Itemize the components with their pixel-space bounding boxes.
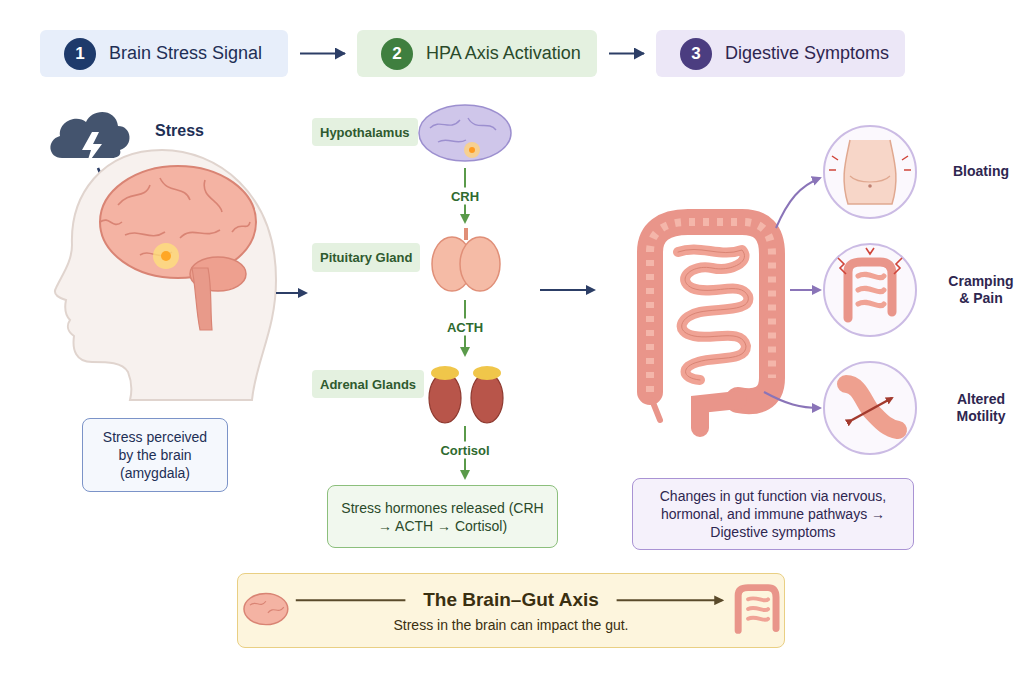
flow-arrow bbox=[276, 292, 306, 294]
intestine-icon bbox=[650, 222, 772, 392]
stress-label: Stress bbox=[155, 122, 204, 140]
hypothalamus-icon bbox=[419, 105, 511, 161]
motility-icon bbox=[824, 362, 916, 454]
gut-icon bbox=[738, 588, 776, 631]
brain-icon bbox=[244, 593, 288, 624]
organ-label: Adrenal Glands bbox=[320, 377, 416, 392]
head-profile bbox=[192, 268, 212, 330]
band-subtitle: Stress in the brain can impact the gut. bbox=[393, 616, 628, 634]
cramping-icon bbox=[824, 244, 916, 336]
step-arrow bbox=[609, 53, 644, 55]
symptom-arrow bbox=[776, 178, 820, 228]
intestine-icon bbox=[678, 249, 748, 380]
bloating-icon bbox=[829, 156, 911, 170]
intestine-icon bbox=[700, 400, 738, 428]
adrenal-icon bbox=[431, 366, 459, 380]
organ-label: Pituitary Gland bbox=[320, 250, 412, 265]
note-box: Stress perceived by the brain (amygdala) bbox=[82, 418, 228, 492]
storm-cloud bbox=[82, 132, 102, 166]
head-profile bbox=[55, 150, 276, 400]
storm-cloud bbox=[50, 112, 129, 158]
cramping-icon bbox=[858, 274, 884, 305]
band-title: The Brain–Gut Axis bbox=[423, 588, 599, 612]
adrenal-icon bbox=[429, 366, 503, 423]
step-title: Brain Stress Signal bbox=[109, 43, 262, 64]
storm-cloud bbox=[50, 112, 129, 166]
brain-icon bbox=[250, 601, 284, 613]
hormone-label: CRH bbox=[447, 188, 483, 205]
gut-icon bbox=[748, 598, 768, 620]
organ-label: Hypothalamus bbox=[320, 125, 410, 140]
pituitary-icon bbox=[460, 237, 500, 291]
intestine-icon bbox=[650, 222, 772, 401]
head-profile bbox=[153, 243, 179, 269]
step-title: HPA Axis Activation bbox=[426, 43, 581, 64]
bloating-icon bbox=[824, 126, 916, 218]
hypothalamus-icon bbox=[464, 142, 480, 158]
motility-icon bbox=[852, 398, 892, 420]
step-title: Digestive Symptoms bbox=[725, 43, 889, 64]
symptom-arrow bbox=[764, 392, 820, 408]
brain-icon bbox=[244, 593, 288, 624]
gut-icon bbox=[738, 588, 776, 631]
step-arrow bbox=[300, 53, 345, 55]
step-pill: 1 Brain Stress Signal bbox=[40, 30, 288, 77]
note-text: Stress hormones released (CRH → ACTH → C… bbox=[340, 499, 545, 535]
hypothalamus-icon bbox=[419, 105, 511, 161]
symptom-label: Bloating bbox=[946, 163, 1016, 180]
pituitary-icon bbox=[464, 228, 468, 240]
summary-band: The Brain–Gut AxisStress in the brain ca… bbox=[237, 573, 785, 648]
note-text: Changes in gut function via nervous, hor… bbox=[639, 487, 907, 541]
adrenal-icon bbox=[429, 373, 461, 423]
cramping-icon bbox=[838, 248, 902, 274]
flow-arrow bbox=[540, 289, 594, 291]
intestine-icon bbox=[650, 222, 772, 428]
cramping-icon bbox=[848, 262, 892, 318]
hormone-label: ACTH bbox=[443, 319, 487, 336]
note-box: Changes in gut function via nervous, hor… bbox=[632, 478, 914, 550]
bloating-icon bbox=[850, 176, 890, 182]
adrenal-icon bbox=[471, 373, 503, 423]
bloating-icon bbox=[824, 126, 916, 218]
step-pill: 3 Digestive Symptoms bbox=[656, 30, 905, 77]
intestine-icon bbox=[652, 400, 660, 420]
symptom-arrow bbox=[790, 289, 820, 291]
bloating-icon bbox=[868, 184, 872, 188]
step-pill: 2 HPA Axis Activation bbox=[357, 30, 597, 77]
symptom-label: Cramping & Pain bbox=[946, 273, 1016, 307]
axis-line bbox=[296, 599, 406, 601]
note-text: Stress perceived by the brain (amygdala) bbox=[95, 428, 215, 482]
intestine-icon bbox=[678, 249, 748, 380]
symptom-label: Altered Motility bbox=[946, 391, 1016, 425]
step-number: 2 bbox=[381, 38, 413, 70]
organ-tag: Pituitary Gland bbox=[312, 243, 420, 272]
axis-arrow bbox=[617, 599, 723, 601]
organ-tag: Adrenal Glands bbox=[312, 370, 424, 398]
note-box: Stress hormones released (CRH → ACTH → C… bbox=[327, 485, 558, 548]
organ-tag: Hypothalamus bbox=[312, 118, 418, 146]
hypothalamus-icon bbox=[469, 147, 475, 153]
pituitary-icon bbox=[432, 228, 500, 291]
step-number: 3 bbox=[680, 38, 712, 70]
head-profile bbox=[161, 251, 171, 261]
hormone-label: Cortisol bbox=[436, 442, 493, 459]
head-profile bbox=[55, 150, 276, 400]
step-number: 1 bbox=[64, 38, 96, 70]
motility-icon bbox=[824, 362, 916, 454]
band-illustration bbox=[238, 574, 784, 647]
cramping-icon bbox=[824, 244, 916, 336]
adrenal-icon bbox=[473, 366, 501, 380]
bloating-icon bbox=[844, 140, 896, 204]
hypothalamus-icon bbox=[430, 118, 496, 142]
head-profile bbox=[100, 178, 250, 256]
motility-icon bbox=[846, 384, 898, 430]
